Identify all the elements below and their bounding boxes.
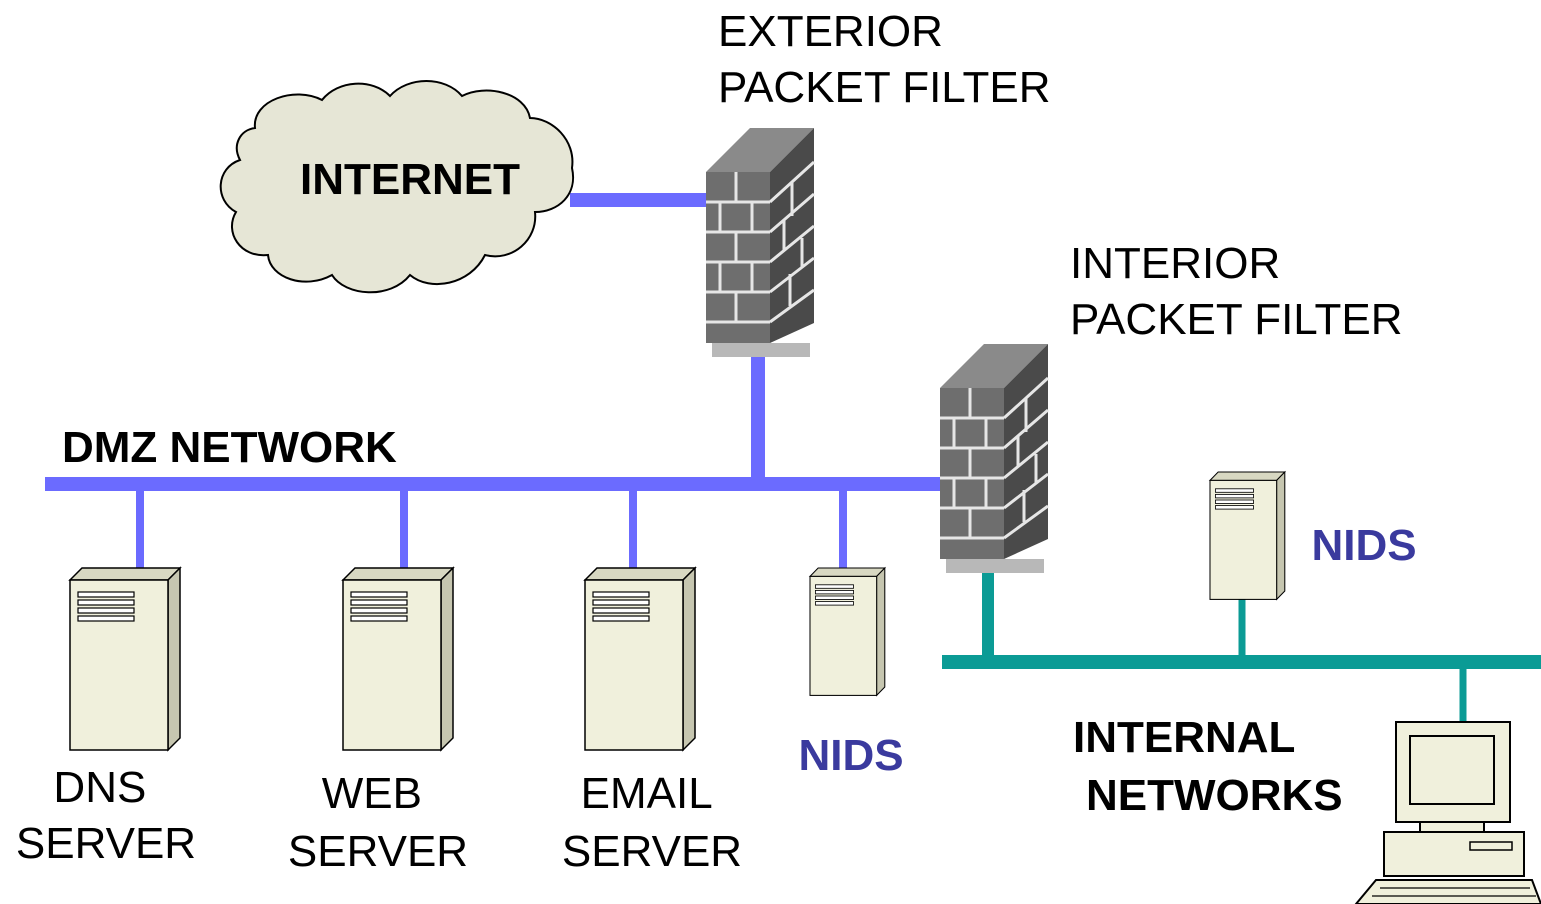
web-server-label-line1: WEB: [322, 769, 422, 818]
server-tower-icon: [809, 567, 886, 696]
cloud-icon: [219, 80, 575, 294]
email-server-label-line1: EMAIL: [581, 769, 713, 818]
server-tower-icon: [1209, 471, 1286, 600]
dns-server: DNS SERVER: [16, 567, 196, 868]
dmz-links: [45, 193, 945, 570]
web-server-label-line2: SERVER: [288, 827, 468, 876]
internal-networks-label-line2: NETWORKS: [1086, 771, 1343, 820]
nids-internal: NIDS: [1209, 471, 1417, 600]
nids-internal-label: NIDS: [1311, 521, 1416, 570]
exterior-filter-label-line2: PACKET FILTER: [718, 63, 1051, 112]
internal-networks-label-line1: INTERNAL: [1073, 713, 1295, 762]
internal-links: [942, 560, 1541, 722]
dns-server-label: DNS SERVER: [16, 763, 196, 868]
email-server-label: EMAIL SERVER: [562, 769, 742, 876]
web-server-label: WEB SERVER: [288, 769, 468, 876]
desktop-computer-icon: [1354, 721, 1541, 904]
internet-cloud: INTERNET: [219, 80, 575, 294]
dns-server-label-line2: SERVER: [16, 819, 196, 868]
server-tower-icon: [69, 567, 181, 751]
email-server: EMAIL SERVER: [562, 567, 742, 876]
nids-dmz-label: NIDS: [798, 731, 903, 780]
internal-workstation: [1354, 721, 1541, 904]
exterior-packet-filter: EXTERIOR PACKET FILTER: [704, 7, 1051, 359]
nids-dmz: NIDS: [798, 567, 904, 780]
dmz-network-label: DMZ NETWORK: [62, 423, 397, 472]
interior-filter-label-line1: INTERIOR: [1070, 239, 1280, 288]
server-tower-icon: [584, 567, 696, 751]
firewall-icon: [938, 342, 1050, 575]
interior-filter-label-line2: PACKET FILTER: [1070, 295, 1403, 344]
email-server-label-line2: SERVER: [562, 827, 742, 876]
exterior-filter-label: EXTERIOR PACKET FILTER: [718, 7, 1051, 112]
internet-label: INTERNET: [300, 155, 520, 204]
firewall-icon: [704, 126, 816, 359]
interior-filter-label: INTERIOR PACKET FILTER: [1070, 239, 1403, 344]
exterior-filter-label-line1: EXTERIOR: [718, 7, 943, 56]
dns-server-label-line1: DNS: [53, 763, 146, 812]
web-server: WEB SERVER: [288, 567, 468, 876]
internal-networks-label: INTERNAL NETWORKS: [1073, 713, 1343, 820]
server-tower-icon: [342, 567, 454, 751]
interior-packet-filter: INTERIOR PACKET FILTER: [938, 239, 1403, 575]
